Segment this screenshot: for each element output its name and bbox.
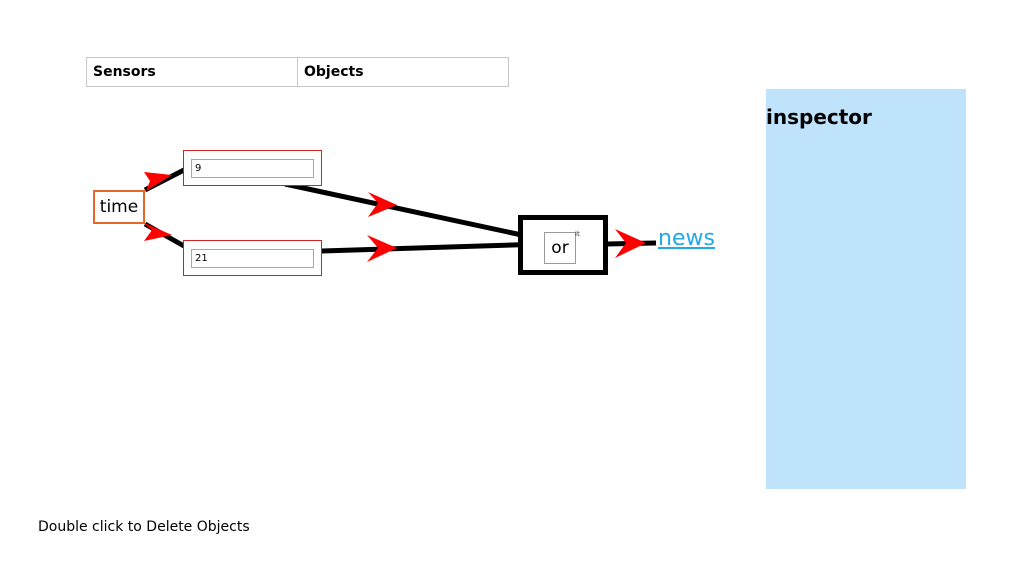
or-port-label: it	[575, 230, 580, 238]
delete-hint: Double click to Delete Objects	[38, 519, 250, 535]
or-gate-label: or	[544, 232, 576, 264]
number-input-top[interactable]	[191, 159, 314, 178]
arrow-or-to-news	[615, 229, 646, 258]
arrow-top-to-or	[368, 192, 397, 217]
tab-bar: Sensors Objects	[86, 57, 509, 87]
or-gate-node[interactable]: or it	[518, 215, 608, 275]
tab-objects[interactable]: Objects	[297, 57, 509, 87]
wire-bottom-to-or	[321, 241, 546, 254]
number-node-top[interactable]	[183, 150, 322, 186]
arrow-time-to-top	[144, 172, 172, 191]
wire-top-to-or	[284, 181, 546, 243]
time-sensor-node[interactable]: time	[93, 190, 145, 224]
inspector-panel: inspector	[766, 89, 966, 489]
tab-sensors[interactable]: Sensors	[86, 57, 298, 87]
arrow-time-to-bottom	[142, 222, 172, 241]
number-input-bottom[interactable]	[191, 249, 314, 268]
inspector-title: inspector	[766, 105, 872, 129]
number-node-bottom[interactable]	[183, 240, 322, 276]
arrow-bottom-to-or	[367, 235, 397, 262]
news-output-link[interactable]: news	[658, 226, 715, 251]
